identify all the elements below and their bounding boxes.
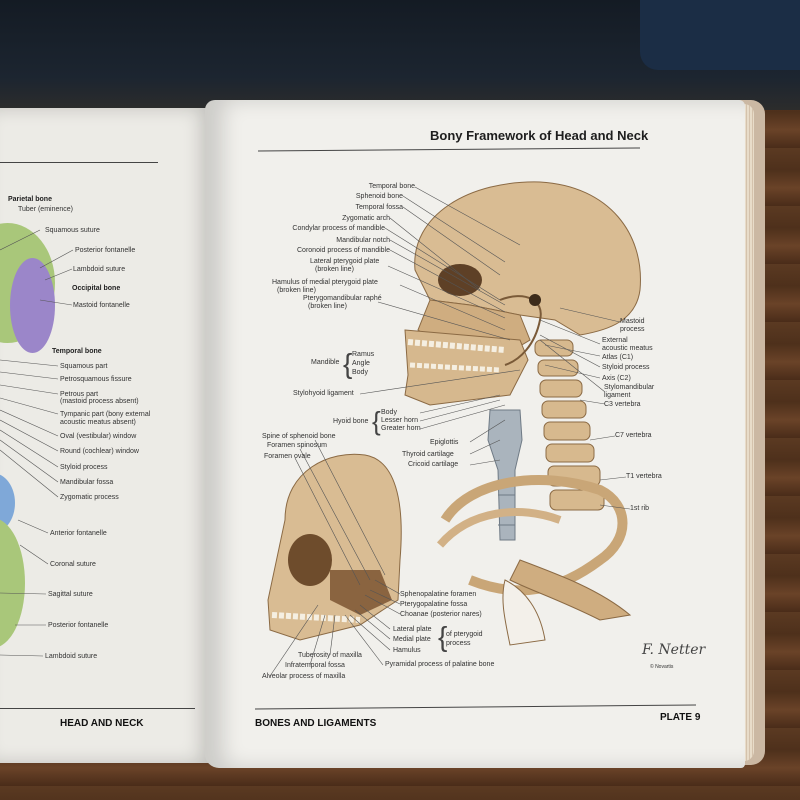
label-stylohyoid-ligament: Stylohyoid ligament [293,390,354,397]
left-label-acoustic-absent: acoustic meatus absent) [60,419,136,426]
label-angle: Angle [352,360,370,367]
label-coronoid-process: Coronoid process of mandible [297,247,390,254]
label-temporal-fossa: Temporal fossa [355,204,403,211]
mandible-brace: { [343,348,352,379]
label-greater-horn: Greater horn [381,425,421,432]
larynx-trachea [487,409,523,541]
label-lesser-horn: Lesser horn [381,417,418,424]
label-ligament: ligament [604,392,631,399]
label-process: process [620,326,645,333]
left-label-oval-window: Oval (vestibular) window [60,433,137,440]
label-external: External [602,337,628,344]
left-label-tuber: Tuber (eminence) [18,206,73,213]
cervical-spine [534,339,605,511]
left-label-zygomatic-process: Zygomatic process [60,494,119,501]
label-pterygoid-process: process [446,640,471,647]
label-lateral-pterygoid-plate: Lateral pterygoid plate [310,258,380,265]
label-atlas: Atlas (C1) [602,354,634,361]
left-label-squamous-part: Squamous part [60,363,108,370]
label-hyoid-body: Body [381,409,397,416]
label-hamulus: Hamulus [393,647,421,654]
label-mandible: Mandible [311,359,340,366]
ribcage-region [436,475,632,646]
label-of-pterygoid: of pterygoid [446,631,483,638]
pterygoid-brace: { [438,621,447,652]
artist-signature: F. Netter [642,642,706,658]
blue-book-cover [640,0,800,70]
label-pterygopalatine-fossa: Pterygopalatine fossa [400,601,468,608]
label-tuberosity-of-maxilla: Tuberosity of maxilla [298,652,362,659]
label-medial-plate: Medial plate [393,636,431,643]
label-broken-line-2: (broken line) [277,287,316,294]
left-label-styloid-process: Styloid process [60,464,108,471]
label-choanae: Choanae (posterior nares) [400,611,482,618]
label-pyramidal-process: Pyramidal process of palatine bone [385,661,495,668]
label-zygomatic-arch: Zygomatic arch [342,215,390,222]
label-c3-vertebra: C3 vertebra [604,401,641,408]
left-label-posterior-fontanelle-2: Posterior fontanelle [48,622,109,629]
left-page-bottom-rule [0,708,195,709]
label-hyoid-bone: Hyoid bone [333,418,369,425]
label-sphenoid-bone: Sphenoid bone [355,193,403,200]
label-infratemporal-fossa: Infratemporal fossa [285,662,345,669]
label-epiglottis: Epiglottis [430,439,459,446]
left-label-parietal-bone: Parietal bone [8,196,52,203]
left-label-petrosquamous-fissure: Petrosquamous fissure [60,376,132,383]
left-label-squamous-suture: Squamous suture [45,227,100,234]
label-foramen-spinosum: Foramen spinosum [267,442,327,449]
label-cricoid-cartilage: Cricoid cartilage [408,461,459,468]
skull-oblique [267,453,402,641]
left-label-posterior-fontanelle: Posterior fontanelle [75,247,136,254]
left-label-round-window: Round (cochlear) window [60,448,139,455]
label-lateral-plate: Lateral plate [393,626,432,633]
left-label-petrous-part: Petrous part [60,391,99,398]
footer-plate: PLATE 9 [660,712,701,723]
leader-lines [269,186,631,677]
left-label-coronal-suture: Coronal suture [50,561,96,568]
label-condylar-process: Condylar process of mandible [292,225,385,232]
left-label-tympanic-part: Tympanic part (bony external [60,411,151,418]
label-acoustic-meatus: acoustic meatus [602,345,653,352]
label-ramus: Ramus [352,351,375,358]
left-label-lambdoid-suture-2: Lambdoid suture [45,653,98,660]
label-mastoid: Mastoid [620,318,645,325]
label-broken-line-1: (broken line) [315,266,354,273]
footer-section: BONES AND LIGAMENTS [255,718,377,729]
left-footer: HEAD AND NECK [60,718,144,729]
label-hamulus-medial: Hamulus of medial pterygoid plate [272,279,378,286]
left-label-mastoid-fontanelle: Mastoid fontanelle [73,302,130,309]
hyoid-brace: { [372,406,381,436]
label-alveolar-process: Alveolar process of maxilla [262,673,346,680]
left-label-lambdoid-suture: Lambdoid suture [73,266,126,273]
skull-lateral [404,181,641,406]
label-mandibular-notch: Mandibular notch [336,237,390,244]
left-label-anterior-fontanelle: Anterior fontanelle [50,530,107,537]
copyright: © Novartis [650,664,674,670]
left-label-occipital-bone: Occipital bone [72,285,121,292]
label-temporal-bone: Temporal bone [368,183,415,190]
left-label-temporal-bone: Temporal bone [52,348,102,355]
label-stylomandibular: Stylomandibular [604,384,655,391]
label-body: Body [352,369,368,376]
page-title: Bony Framework of Head and Neck [430,128,649,143]
label-styloid-process: Styloid process [602,364,650,371]
left-label-mastoid-absent: (mastoid process absent) [60,398,139,405]
label-sphenopalatine-foramen: Sphenopalatine foramen [400,591,477,598]
label-pterygomandibular-raphe: Pterygomandibular raphé [303,295,382,302]
left-label-sagittal-suture: Sagittal suture [48,591,93,598]
label-foramen-ovale: Foramen ovale [264,453,311,460]
label-spine-of-sphenoid: Spine of sphenoid bone [262,433,336,440]
label-t1-vertebra: T1 vertebra [626,473,662,480]
left-label-mandibular-fossa: Mandibular fossa [60,479,114,486]
label-thyroid-cartilage: Thyroid cartilage [402,451,454,458]
label-c7-vertebra: C7 vertebra [615,432,652,439]
label-1st-rib: 1st rib [630,505,650,512]
label-broken-line-3: (broken line) [308,303,347,310]
left-page-top-rule [0,162,158,163]
label-axis: Axis (C2) [602,375,631,382]
